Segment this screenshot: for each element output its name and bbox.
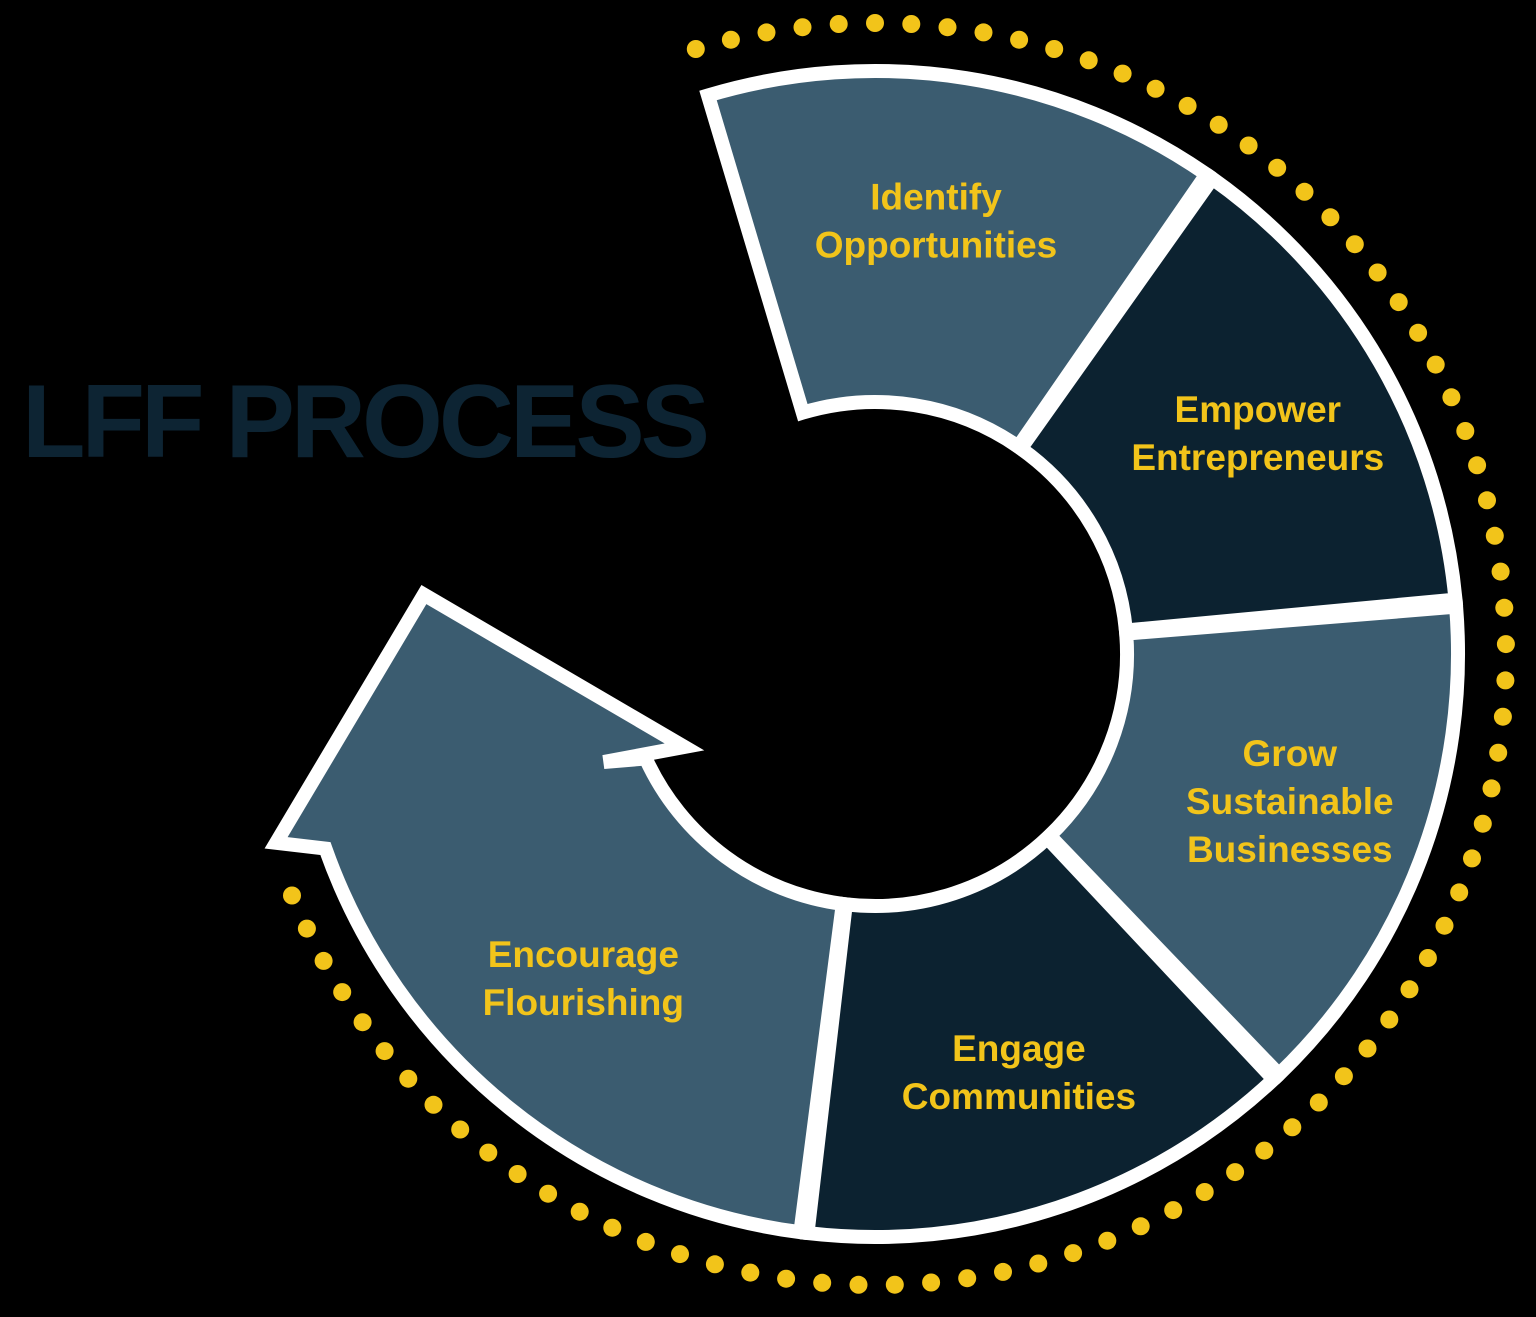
ring-dot	[922, 1273, 941, 1292]
segment-empower-entrepreneurs	[1011, 168, 1464, 639]
ring-dot	[1435, 916, 1454, 935]
ring-dot	[1491, 562, 1510, 581]
ring-dot	[885, 1275, 904, 1294]
ring-dot	[1450, 883, 1469, 902]
ring-dot	[1409, 323, 1428, 342]
ring-dot	[399, 1069, 418, 1088]
ring-dot	[705, 1255, 724, 1274]
ring-dot	[1358, 1039, 1377, 1058]
ring-dot	[1131, 1217, 1150, 1236]
segment-grow-sustainable-businesses	[1039, 599, 1465, 1085]
ring-dot	[1334, 1067, 1353, 1086]
ring-dot	[1442, 388, 1461, 407]
ring-dot	[424, 1095, 443, 1114]
ring-dot	[1368, 263, 1387, 282]
ring-dot	[1146, 79, 1165, 98]
ring-dot	[1496, 671, 1515, 690]
ring-dot	[1489, 743, 1508, 762]
ring-dot	[829, 15, 848, 33]
ring-dot	[539, 1184, 558, 1203]
ring-dot	[1468, 456, 1487, 475]
ring-dot	[1295, 182, 1314, 201]
ring-dot	[1268, 158, 1287, 177]
ring-dot	[1178, 96, 1197, 115]
ring-dot	[1426, 355, 1445, 374]
ring-dot	[1010, 30, 1029, 49]
ring-dot	[1418, 949, 1437, 967]
ring-dot	[1283, 1118, 1302, 1137]
ring-dot	[1064, 1244, 1083, 1263]
ring-dot	[757, 23, 776, 42]
ring-dot	[938, 18, 957, 37]
ring-dot	[1380, 1010, 1399, 1029]
ring-dot	[1045, 40, 1064, 58]
ring-dot	[353, 1013, 372, 1032]
ring-dot	[1345, 235, 1364, 254]
ring-dot	[902, 15, 921, 33]
ring-dot	[1098, 1231, 1117, 1250]
ring-dot	[479, 1143, 498, 1162]
ring-dot	[1400, 980, 1419, 999]
ring-dot	[1478, 491, 1496, 510]
ring-dot	[1239, 136, 1258, 155]
ring-dot	[866, 14, 884, 32]
ring-dot	[958, 1269, 977, 1288]
ring-dot	[994, 1262, 1012, 1281]
diagram-title: LFF PROCESS	[22, 364, 710, 480]
ring-dot	[721, 30, 740, 49]
ring-dot	[297, 919, 316, 938]
ring-dot	[1029, 1254, 1048, 1273]
ring-dot	[508, 1165, 527, 1183]
ring-dot	[451, 1120, 470, 1139]
ring-dot	[813, 1273, 832, 1292]
ring-dot	[671, 1245, 689, 1264]
ring-dot	[974, 23, 993, 42]
ring-dot	[1495, 598, 1514, 617]
ring-dot	[1456, 422, 1475, 440]
ring-dot	[1226, 1163, 1245, 1182]
ring-dot	[570, 1202, 589, 1221]
segment-encourage-flourishing	[264, 585, 851, 1241]
ring-dot	[793, 18, 812, 37]
ring-dot	[1113, 64, 1132, 83]
ring-dot	[636, 1232, 655, 1251]
ring-dot	[1389, 293, 1408, 312]
ring-dot	[1164, 1201, 1183, 1220]
ring-dot	[1473, 814, 1492, 833]
ring-dot	[375, 1042, 394, 1061]
ring-dot	[1079, 51, 1098, 70]
ring-dot	[283, 886, 301, 905]
ring-dot	[314, 951, 333, 970]
ring-dot	[1493, 707, 1512, 726]
ring-dot	[1496, 635, 1515, 654]
ring-dot	[686, 40, 705, 58]
ring-dot	[1209, 115, 1228, 134]
ring-dot	[1255, 1141, 1274, 1160]
ring-dot	[741, 1263, 760, 1282]
ring-dot	[777, 1269, 796, 1288]
ring-dot	[1195, 1183, 1214, 1201]
segment-engage-communities	[799, 828, 1284, 1244]
ring-dot	[1485, 526, 1504, 545]
ring-dot	[1321, 208, 1340, 227]
dotted-ring	[283, 14, 1515, 1294]
ring-dot	[603, 1218, 622, 1237]
ring-dot	[1463, 849, 1481, 868]
ring-dot	[1309, 1093, 1328, 1112]
ring-dot	[1482, 779, 1501, 798]
ring-dot	[849, 1275, 868, 1294]
ring-dot	[333, 983, 352, 1002]
